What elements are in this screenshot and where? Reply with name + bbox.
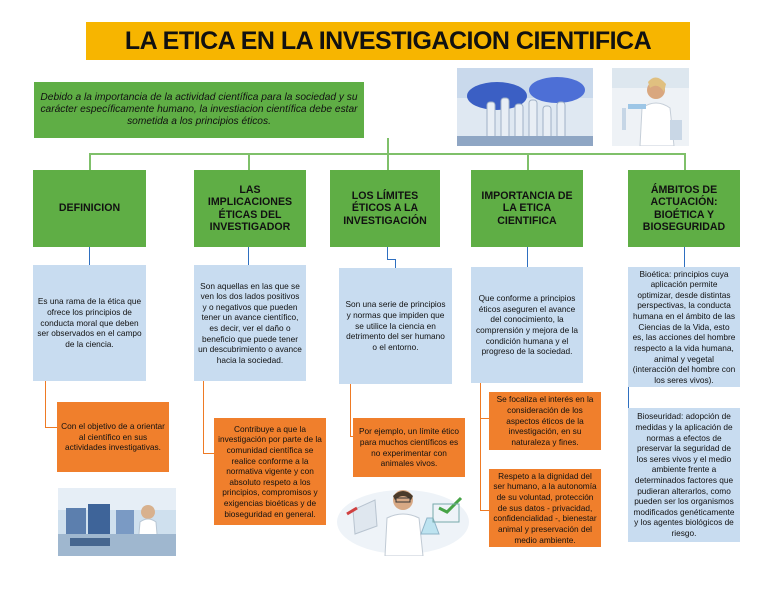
orange-connector-3a — [350, 384, 351, 436]
heading-importancia: IMPORTANCIA DE LA ETICA CIENTIFICA — [471, 170, 583, 247]
lab-test-tubes-photo — [457, 68, 593, 146]
orange-connector-4b — [480, 418, 489, 419]
connector-branch-1 — [89, 153, 91, 170]
orange-connector-2a — [203, 381, 204, 453]
bioseguridad-text: Bioseuridad: adopción de medidas y la ap… — [628, 408, 740, 542]
connector-branch-5 — [684, 153, 686, 170]
importancia-detail-2: Respeto a la dignidad del ser humano, a … — [489, 469, 601, 547]
definicion-detail: Con el objetivo de a orientar al científ… — [57, 402, 169, 472]
importancia-detail-1: Se focaliza el interés en la consideraci… — [489, 392, 601, 450]
limites-text: Son una serie de principios y normas que… — [339, 268, 452, 384]
blue-connector-3 — [387, 247, 388, 259]
orange-connector-4a — [480, 383, 481, 511]
connector-branch-4 — [527, 153, 529, 170]
heading-definicion: DEFINICION — [33, 170, 146, 247]
blue-connector-2 — [248, 247, 249, 265]
blue-connector-3b — [387, 259, 395, 260]
orange-connector-2b — [203, 453, 214, 454]
scientist-pipette-photo — [612, 68, 689, 146]
heading-implicaciones: LAS IMPLICACIONES ÉTICAS DEL INVESTIGADO… — [194, 170, 306, 247]
orange-connector-1b — [45, 427, 57, 428]
connector-branch-2 — [248, 153, 250, 170]
blue-connector-1 — [89, 247, 90, 265]
implicaciones-text: Son aquellas en las que se ven los dos l… — [194, 265, 306, 381]
importancia-text: Que conforme a principios éticos asegure… — [471, 267, 583, 383]
intro-box: Debido a la importancia de la actividad … — [34, 82, 364, 138]
blue-connector-4 — [527, 247, 528, 267]
heading-limites: LOS LÍMITES ÉTICOS A LA INVESTIGACIÓN — [330, 170, 440, 247]
orange-connector-4c — [480, 510, 489, 511]
connector-branch-3 — [387, 153, 389, 170]
lab-equipment-photo — [58, 488, 176, 556]
bioetica-text: Bioética: principios cuya aplicación per… — [628, 267, 740, 387]
scientist-with-flask-photo — [335, 478, 471, 556]
page-title: LA ETICA EN LA INVESTIGACION CIENTIFICA — [86, 22, 690, 60]
heading-ambitos: ÁMBITOS DE ACTUACIÓN: BIOÉTICA Y BIOSEGU… — [628, 170, 740, 247]
definicion-text: Es una rama de la ética que ofrece los p… — [33, 265, 146, 381]
blue-connector-5 — [684, 247, 685, 267]
limites-detail: Por ejemplo, un límite ético para muchos… — [353, 418, 465, 477]
implicaciones-detail: Contribuye a que la investigación por pa… — [214, 418, 326, 525]
orange-connector-1a — [45, 381, 46, 427]
